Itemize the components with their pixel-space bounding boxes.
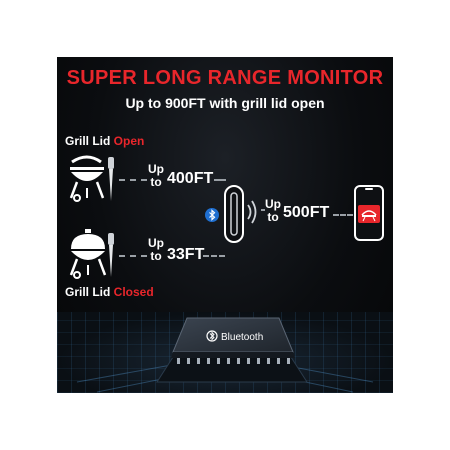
link-to-word: to (267, 210, 279, 224)
receiver-icon (224, 185, 244, 243)
chip-label: Bluetooth (221, 332, 263, 343)
product-banner: SUPER LONG RANGE MONITOR Up to 900FT wit… (57, 57, 393, 393)
grill-lid-closed-state: Closed (113, 285, 154, 299)
smartphone-icon (354, 185, 384, 241)
grill-lid-open-prefix: Grill Lid (65, 134, 114, 148)
open-distance: 400FT (167, 170, 214, 187)
bluetooth-icon (205, 208, 219, 222)
link-upto-word: Up (265, 197, 281, 211)
dash-closed-right (203, 255, 225, 257)
grill-lid-closed-prefix: Grill Lid (65, 285, 114, 299)
link-distance: 500FT (283, 204, 330, 221)
signal-waves-icon (247, 200, 257, 224)
open-to-word: to (150, 175, 162, 189)
dash-link-right (333, 214, 353, 216)
grill-closed-icon (69, 229, 107, 279)
link-upto-label: Up to (265, 198, 281, 224)
chip-bluetooth-icon (206, 330, 218, 342)
grill-open-icon (69, 155, 105, 202)
bluetooth-chip-graphic: Bluetooth (76, 317, 374, 393)
grill-lid-closed-label: Grill Lid Closed (65, 285, 154, 299)
open-upto-word: Up (148, 162, 164, 176)
closed-to-word: to (150, 249, 162, 263)
closed-distance: 33FT (167, 246, 205, 263)
dash-open-left (119, 179, 147, 181)
banner-title: SUPER LONG RANGE MONITOR (66, 67, 384, 89)
dash-open-right (214, 179, 226, 181)
grill-lid-open-state: Open (113, 134, 145, 148)
dash-link-left (261, 209, 265, 211)
grill-lid-open-label: Grill Lid Open (65, 134, 144, 148)
dash-closed-left (119, 255, 147, 257)
probe-open-icon (108, 157, 114, 201)
closed-upto-word: Up (148, 236, 164, 250)
open-upto-label: Up to (148, 163, 164, 189)
probe-closed-icon (108, 233, 114, 277)
closed-upto-label: Up to (148, 237, 164, 263)
banner-subtitle: Up to 900FT with grill lid open (125, 95, 325, 111)
circuit-board: Bluetooth (57, 312, 393, 393)
